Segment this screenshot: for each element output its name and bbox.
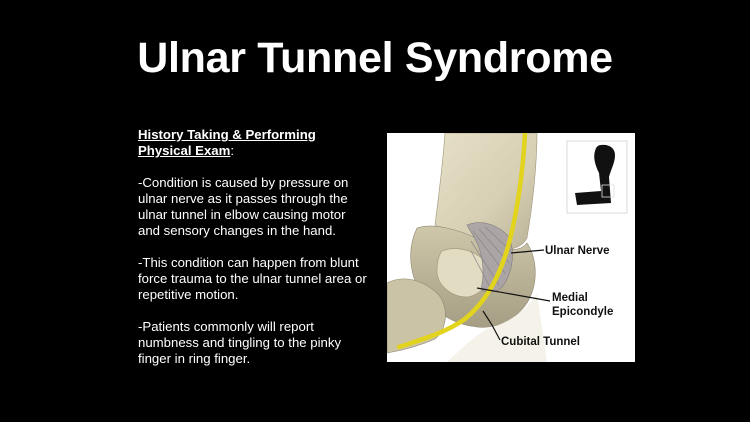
inset-highlight-box <box>601 184 615 198</box>
section-heading-text: History Taking & Performing Physical Exa… <box>138 127 316 158</box>
label-epicondyle: Epicondyle <box>552 306 613 318</box>
paragraph-symptoms: -Patients commonly will report numbness … <box>138 319 342 366</box>
slide-title: Ulnar Tunnel Syndrome <box>137 34 613 82</box>
arm-silhouette <box>575 144 615 205</box>
paragraph-trauma: -This condition can happen from blunt fo… <box>138 255 367 302</box>
paragraph-cause: -Condition is caused by pressure on ulna… <box>138 175 349 238</box>
section-heading-colon: : <box>230 143 235 158</box>
label-medial: Medial <box>552 292 588 304</box>
cubital-tunnel-leader <box>482 310 501 341</box>
forearm-soft-tissue <box>447 293 547 362</box>
medial-epicondyle-leader <box>476 287 551 302</box>
ulnar-nerve-leader <box>510 249 545 254</box>
ulnar-nerve <box>396 133 528 350</box>
ligament-tissue <box>466 222 513 293</box>
label-cubital-tunnel: Cubital Tunnel <box>501 336 580 348</box>
ligament-fibers <box>470 226 512 290</box>
elbow-anatomy-figure: Ulnar Nerve Medial Epicondyle Cubital Tu… <box>387 133 635 362</box>
elbow-anatomy-illustration: Ulnar Nerve Medial Epicondyle Cubital Tu… <box>387 133 635 362</box>
inset-arm-diagram <box>566 140 628 214</box>
body-text: History Taking & Performing Physical Exa… <box>138 127 370 383</box>
olecranon <box>436 248 489 298</box>
label-ulnar-nerve: Ulnar Nerve <box>545 245 610 257</box>
section-heading: History Taking & Performing Physical Exa… <box>138 127 370 159</box>
